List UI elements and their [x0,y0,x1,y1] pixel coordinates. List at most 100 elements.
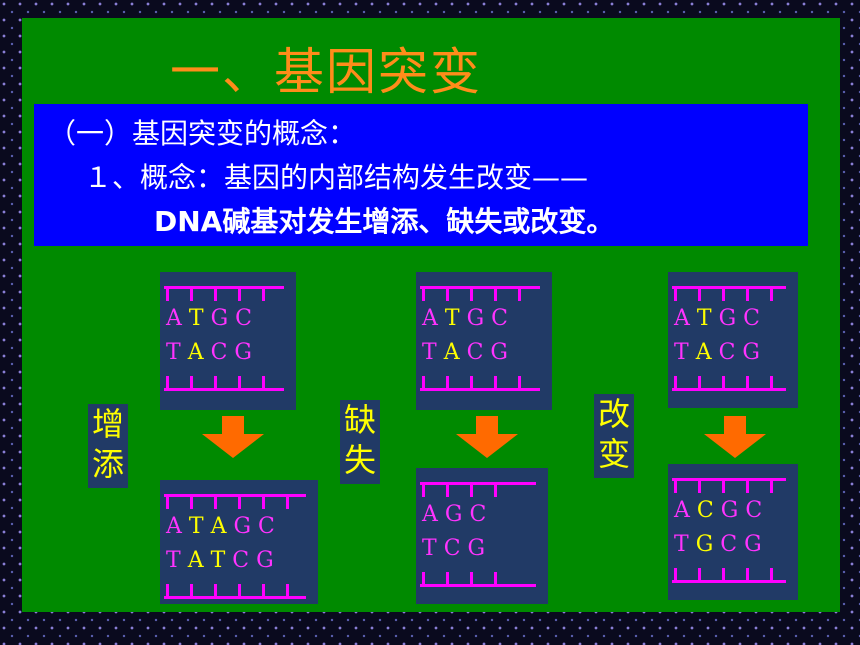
bond-tick [286,497,289,509]
base-letter: C [718,340,739,365]
strand-bottom-rail [164,596,306,599]
base-letter: T [422,536,440,561]
base-letter: G [695,532,717,557]
bond-tick [470,572,473,584]
base-letter: G [233,514,255,539]
strand-top-ticks [674,289,794,301]
bond-tick [422,289,425,301]
base-letter: C [466,340,487,365]
bond-tick [470,485,473,497]
bond-tick [262,584,265,596]
strand-top-ticks [166,497,310,509]
bond-tick [698,376,701,388]
label-insertion: 增添 [88,404,128,488]
base-letter: G [210,306,232,331]
base-letter: A [695,340,715,365]
base-letter: A [674,498,693,523]
arrow-down-icon [202,416,264,458]
bond-tick [214,584,217,596]
bond-tick [494,376,497,388]
bond-tick [770,289,773,301]
bond-tick [446,289,449,301]
bond-tick [214,376,217,388]
strand-bottom-rail [420,584,536,587]
bond-tick [238,376,241,388]
base-letter: A [422,502,441,527]
bond-tick [238,584,241,596]
strand-top-ticks [422,485,518,497]
base-letter: A [422,306,441,331]
slide-title: 一、基因突变 [170,43,482,101]
bond-tick [746,568,749,580]
base-letter: G [720,498,742,523]
base-letter: T [674,340,692,365]
bond-tick [214,289,217,301]
base-letter: C [443,536,464,561]
base-letter: G [718,306,740,331]
bond-tick [746,289,749,301]
strand-bottom-rail [420,388,540,391]
base-letter: G [256,548,277,573]
base-letter: T [674,532,692,557]
bond-tick [470,376,473,388]
base-letter: C [232,548,253,573]
base-letter: C [258,514,278,539]
label-substitution: 改变 [594,394,634,478]
bond-tick [422,485,425,497]
bond-tick [166,497,169,509]
base-letter: C [743,306,763,331]
strand-top-rail [672,478,786,481]
base-letter: T [188,514,207,539]
base-letter: T [166,548,184,573]
arrow-down-icon [456,416,518,458]
base-letter: C [696,498,717,523]
bond-tick [470,289,473,301]
bond-tick [446,485,449,497]
base-letter: C [745,498,766,523]
bond-tick [166,584,169,596]
bond-tick [190,289,193,301]
bond-tick [722,289,725,301]
strand-top-rail [672,286,786,289]
base-letter: T [210,548,229,573]
bond-tick [722,481,725,493]
strand-top-rail [420,482,536,485]
bond-tick [494,485,497,497]
concept-heading: （一）基因突变的概念： [48,117,357,150]
bond-tick [422,572,425,584]
bond-tick [262,376,265,388]
base-letter: A [166,514,185,539]
label-deletion: 缺失 [340,400,380,484]
bond-tick [238,289,241,301]
strand-bottom-ticks [674,376,794,388]
bond-tick [518,376,521,388]
strand-bottom-ticks [674,568,794,580]
strand-bottom-ticks [166,376,286,388]
bond-tick [262,289,265,301]
bond-tick [422,376,425,388]
base-letter: A [674,306,693,331]
strand-bottom-rail [672,388,786,391]
bond-tick [698,481,701,493]
bond-tick [214,497,217,509]
base-letter: A [187,340,207,365]
bond-tick [674,376,677,388]
base-letter: T [188,306,207,331]
base-letter: C [720,532,741,557]
label-deletion-text: 缺失 [343,401,376,479]
concept-line-2: DNA碱基对发生增添、缺失或改变。 [154,205,615,238]
label-insertion-text: 增添 [91,405,124,483]
bond-tick [746,376,749,388]
bond-tick [770,376,773,388]
